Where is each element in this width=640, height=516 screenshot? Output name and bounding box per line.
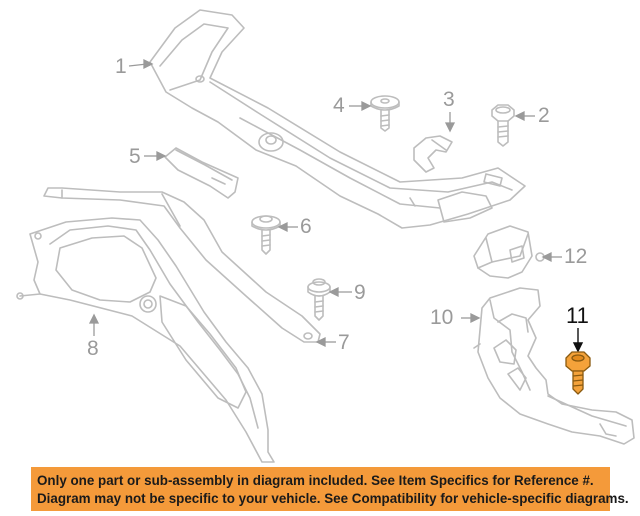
part-6-bolt bbox=[251, 215, 281, 255]
callout-8: 8 bbox=[87, 337, 99, 360]
part-1-upper-support bbox=[149, 9, 526, 229]
callout-4: 4 bbox=[333, 94, 345, 117]
part-2-bolt bbox=[491, 104, 515, 147]
callout-11: 11 bbox=[566, 303, 589, 328]
callout-12: 12 bbox=[564, 245, 588, 268]
leader-line-11 bbox=[572, 328, 584, 353]
part-10-side-bracket bbox=[473, 287, 635, 445]
part-3-bracket bbox=[413, 135, 453, 173]
leader-lines bbox=[88, 58, 562, 348]
part-9-bolt bbox=[307, 278, 331, 321]
callout-2: 2 bbox=[538, 104, 550, 127]
callout-9: 9 bbox=[354, 281, 366, 304]
callout-1: 1 bbox=[115, 55, 127, 78]
notice-line-2: Diagram may not be specific to your vehi… bbox=[37, 491, 629, 506]
callout-5: 5 bbox=[129, 145, 141, 168]
notice-banner: Only one part or sub-assembly in diagram… bbox=[31, 467, 629, 511]
callout-6: 6 bbox=[300, 215, 312, 238]
callout-7: 7 bbox=[338, 331, 350, 354]
part-7-brace bbox=[43, 187, 321, 343]
part-5-bracket bbox=[164, 147, 239, 199]
callout-3: 3 bbox=[443, 88, 455, 111]
part-4-bolt bbox=[370, 95, 400, 132]
part-12-clip bbox=[473, 225, 545, 279]
part-11-highlighted-bolt bbox=[565, 351, 591, 395]
notice-line-1: Only one part or sub-assembly in diagram… bbox=[37, 473, 594, 488]
part-8-lower-panel bbox=[16, 217, 275, 463]
callout-10: 10 bbox=[430, 306, 454, 329]
